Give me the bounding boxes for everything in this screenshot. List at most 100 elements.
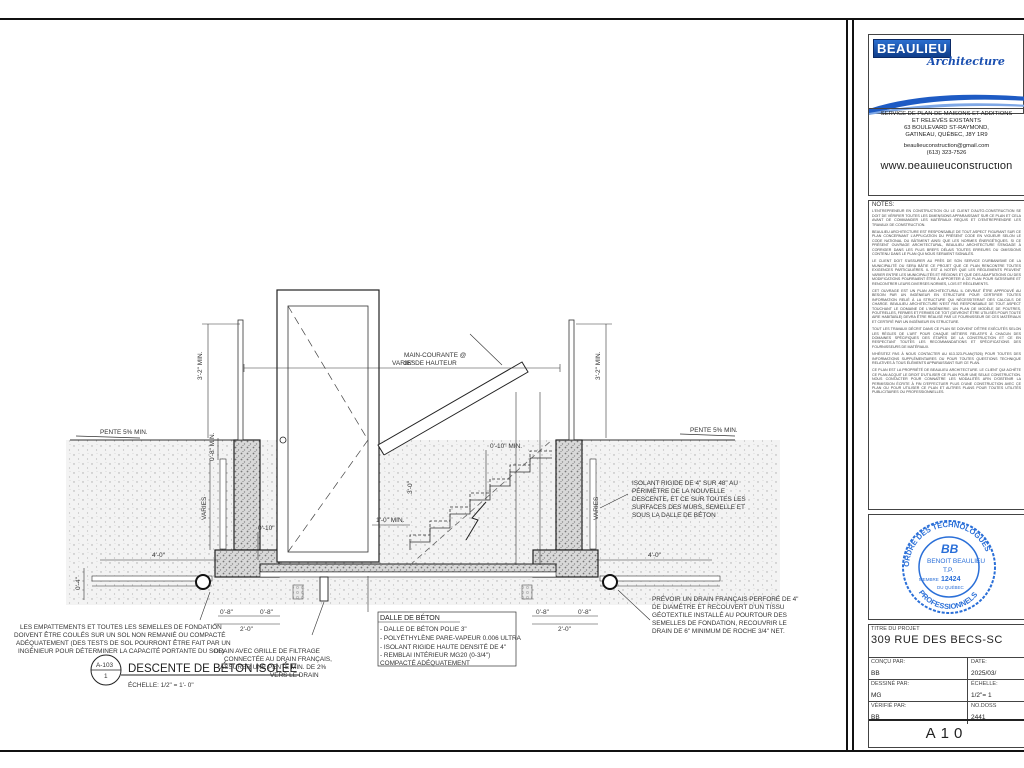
dalle-line-5: COMPACTÉ ADÉQUATEMENT xyxy=(380,658,470,667)
dim-1-0-min: 1'-0" MIN. xyxy=(376,517,405,524)
sheet-number: A10 xyxy=(869,719,1024,747)
dim-0-10: 0'-10" xyxy=(258,525,275,532)
dim-4-0-right: 4'-0" xyxy=(648,552,662,559)
title-block: BEAULIEU Architecture SERVICE DE PLAN DE… xyxy=(852,20,1024,750)
dossier-value: 2441 xyxy=(971,714,986,721)
logo-main-text: BEAULIEU xyxy=(873,39,952,58)
verifie-par-value: BB xyxy=(871,714,880,721)
echelle-value: 1/2"= 1 xyxy=(971,692,992,699)
isolant-note-4: SURFACES DES MURS, SEMELLE ET xyxy=(632,504,745,511)
main-courante-line2: 36" DE HAUTEUR xyxy=(404,360,457,367)
service-line-3: 63 BOULEVARD ST-RAYMOND, xyxy=(904,125,989,131)
drain-francais-note-3: GÉOTEXTILE INSTALLÉ AU POURTOUR DES xyxy=(652,610,787,619)
empattements-note-3: ADÉQUATEMENT (DES TESTS DE SOL POURRONT … xyxy=(16,638,231,647)
drain-note-2: CONNECTÉE AU DRAIN FRANÇAIS, xyxy=(224,654,332,663)
dalle-note-box xyxy=(377,611,517,667)
seal-initials: BB xyxy=(941,542,959,556)
main-courante-line1: MAIN-COURANTE @ xyxy=(404,352,466,359)
right-post xyxy=(568,319,575,441)
dim-varies-left: VARIES xyxy=(201,496,208,520)
service-line-4: GATINEAU, QUÉBEC, J8Y 1R9 xyxy=(905,132,988,138)
empattements-note-2: DOIVENT ÊTRE COULÉS SUR UN SOL NON REMAN… xyxy=(14,630,226,639)
left-post xyxy=(237,319,244,441)
section-drawing: PENTE 5% MIN. PENTE 5% MIN. xyxy=(14,289,798,689)
floor-drain xyxy=(319,576,329,602)
door-handle xyxy=(279,436,287,444)
dim-0-8-b: 0'-8" xyxy=(260,609,274,616)
logo-swoosh-icon xyxy=(869,94,1024,115)
drawing-sheet: PENTE 5% MIN. PENTE 5% MIN. xyxy=(0,18,1024,752)
service-line-2: ET RELEVÉS EXISTANTS xyxy=(911,118,982,124)
dim-0-8-d: 0'-8" xyxy=(578,609,592,616)
stairs xyxy=(409,439,553,566)
pente-right-label: PENTE 5% MIN. xyxy=(690,427,738,434)
dim-3-2-min-left: 3'-2" MIN. xyxy=(197,351,204,380)
note-paragraph-7: CE PLAN EST LA PROPRIÉTÉ DE BEAULIEU ARC… xyxy=(872,368,1021,395)
echelle-label: ÉCHELLE: xyxy=(971,681,998,687)
dalle-line-3: - ISOLANT RIGIDE HAUTE DENSITÉ DE 4" xyxy=(380,642,506,651)
drain-francais-note-4: SEMELLES DE FONDATION, RECOUVRIR LE xyxy=(652,620,787,627)
drawing-scale: ÉCHELLE: 1/2" = 1'- 0" xyxy=(128,680,194,689)
drain-francais-note-5: DRAIN DE 6" MINIMUM DE ROCHE 3/4" NET. xyxy=(652,628,785,635)
project-info: TITRE DU PROJET 309 RUE DES BECS-SC CONÇ… xyxy=(868,624,1024,748)
handrail xyxy=(377,361,529,456)
verifie-par-label: VÉRIFIÉ PAR: xyxy=(871,703,907,709)
professional-seal: ORDRE DES TECHNOLOGUES PROFESSIONNELS BB… xyxy=(868,514,1024,620)
date-label: DATE: xyxy=(971,659,987,665)
french-drain-right xyxy=(602,574,618,590)
isolant-note-1: ISOLANT RIGIDE DE 4" SUR 48" AU xyxy=(632,480,738,487)
isolant-note-5: SOUS LA DALLE DE BÉTON xyxy=(632,510,716,519)
drain-francais-note-1: PRÉVOIR UN DRAIN FRANÇAIS PERFORÉ DE 4" xyxy=(652,594,798,603)
empattements-note-1: LES EMPATTEMENTS ET TOUTES LES SEMELLES … xyxy=(20,624,222,631)
service-info: SERVICE DE PLAN DE MAISONS ET ADDITIONS … xyxy=(868,108,1024,196)
seal-number: 12424 xyxy=(941,576,961,583)
left-foundation-wall xyxy=(233,439,261,551)
note-paragraph-5: TOUT LES TRAVAUX DÉCRIT DANS CE PLAN SE … xyxy=(872,327,1021,349)
company-logo: BEAULIEU Architecture xyxy=(868,34,1024,115)
service-email: beaulieuconstruction@gmail.com xyxy=(903,143,990,149)
drawing-title: DESCENTE DE BÉTON ISOLÉE xyxy=(128,662,297,675)
dalle-line-2: - POLYÉTHYLÈNE PARE-VAPEUR 0.006 ULTRA xyxy=(380,633,522,642)
slab-insulation xyxy=(259,571,557,578)
detail-ref-bottom: 1 xyxy=(104,673,108,680)
dim-varies-right: VARIES xyxy=(593,496,600,520)
french-drain-left xyxy=(195,574,211,590)
detail-ref-top: A-103 xyxy=(96,662,113,669)
concu-par-label: CONÇU PAR: xyxy=(871,659,906,665)
dim-3-0: 3'-0" xyxy=(407,480,414,494)
service-phone: (613) 323-7526 xyxy=(926,150,967,156)
dim-0-8-c: 0'-8" xyxy=(536,609,550,616)
note-paragraph-4: CET OUVRAGE EST UN PLAN ARCHITECTURAL IL… xyxy=(872,288,1021,324)
note-paragraph-3: LE CLIENT DOIT S'ASSURER AU PRÈS DE SON … xyxy=(872,259,1021,286)
empattements-note-4: INGÉNIEUR POUR DÉTERMINER LA CAPACITÉ PO… xyxy=(18,646,224,655)
right-foundation-wall xyxy=(555,439,583,551)
dim-varies-top: VARIES xyxy=(392,360,416,367)
seal-region: DU QUÉBEC xyxy=(937,584,965,590)
drain-note-3: ASSURER UNE PENTE MIN. DE 2% xyxy=(220,664,326,671)
dim-0-10-min: 0'-10" MIN. xyxy=(490,443,522,450)
isolant-note-2: PÉRIMÈTRE DE LA NOUVELLE xyxy=(632,486,725,495)
dim-2-0-left: 2'-0" xyxy=(240,626,254,633)
note-paragraph-2: BEAULIEU ARCHITECTURE EST RESPONSABLE DE… xyxy=(872,230,1021,257)
door xyxy=(276,289,380,563)
dalle-line-4: - REMBLAI INTÉRIEUR MG20 (0-3/4") xyxy=(380,650,490,659)
pente-left-label: PENTE 5% MIN. xyxy=(100,429,148,436)
drain-francais-note-2: DE DIAMÈTRE ET RECOUVERT D'UN TISSU xyxy=(652,602,785,611)
dessine-par-value: MG xyxy=(871,692,882,699)
concu-par-value: BB xyxy=(871,670,880,677)
project-title: 309 RUE DES BECS-SC xyxy=(871,634,1003,646)
date-value: 2025/03/ xyxy=(971,670,997,677)
project-label: TITRE DU PROJET xyxy=(871,626,920,632)
isolant-note-3: DESCENTE, ET CE SUR TOUTES LES xyxy=(632,496,746,503)
drawing-area: PENTE 5% MIN. PENTE 5% MIN. xyxy=(0,20,848,750)
seal-name: BENOIT BEAULIEU xyxy=(927,558,985,565)
service-line-1: SERVICE DE PLAN DE MAISONS ET ADDITIONS xyxy=(880,111,1013,117)
dalle-title: DALLE DE BÉTON xyxy=(380,613,440,622)
seal-stamp-icon: ORDRE DES TECHNOLOGUES PROFESSIONNELS BB… xyxy=(902,520,996,614)
dessine-par-label: DESSINÉ PAR: xyxy=(871,681,910,687)
dim-0-8-min: 0'-8" MIN. xyxy=(209,432,216,461)
seal-membre: MEMBRE xyxy=(919,577,939,582)
dossier-label: NO.DOSS xyxy=(971,703,997,709)
dim-3-2-min-right: 3'-2" MIN. xyxy=(595,351,602,380)
logo-sub-text: Architecture xyxy=(927,55,1005,68)
